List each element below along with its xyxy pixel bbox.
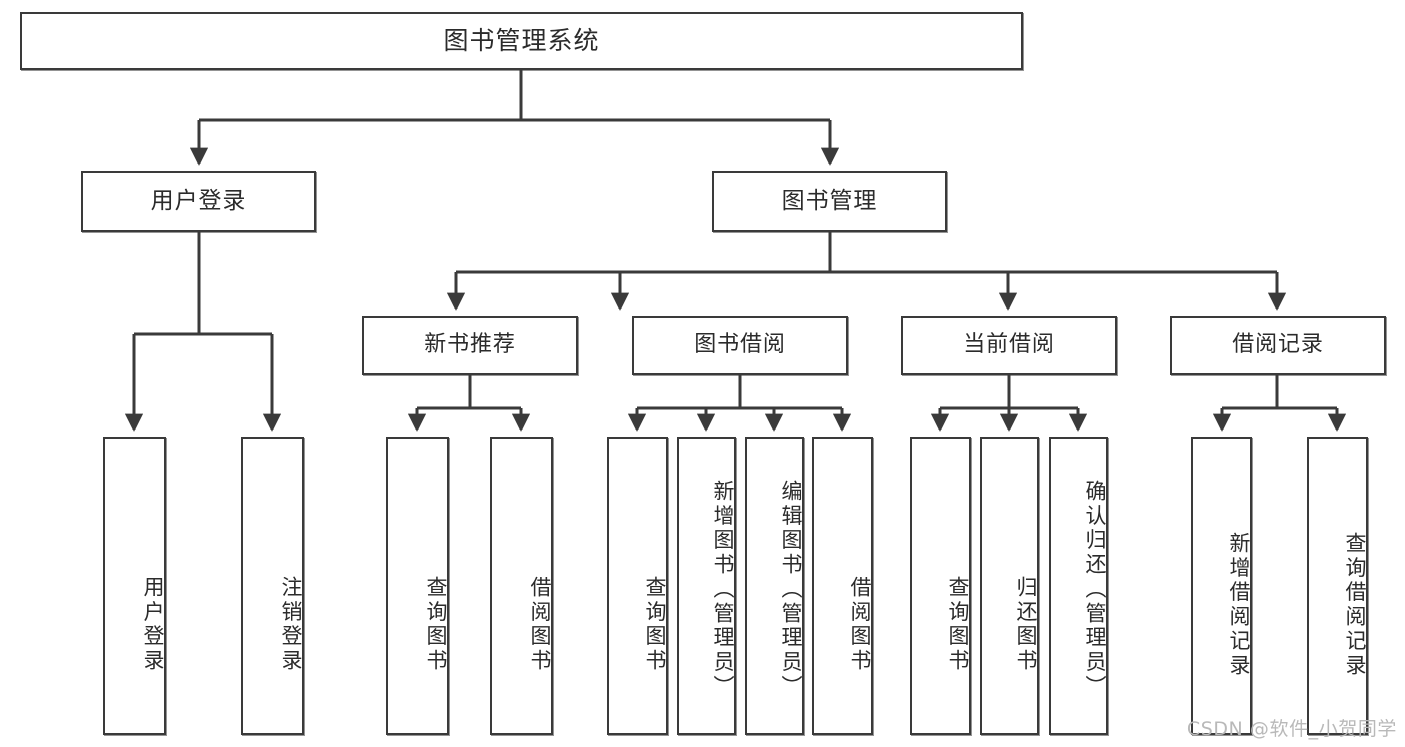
node-user-login[interactable]: 用户登录 [81, 171, 316, 232]
node-leaf-add-book-label: 新增图书（管理员） [711, 480, 735, 700]
node-user-login-label: 用户登录 [150, 187, 247, 214]
node-leaf-user-login[interactable]: 用户登录 [103, 437, 166, 735]
node-book-borrow[interactable]: 图书借阅 [632, 316, 848, 375]
node-current-borrow[interactable]: 当前借阅 [901, 316, 1117, 375]
node-borrow-record[interactable]: 借阅记录 [1170, 316, 1386, 375]
node-leaf-logout-label: 注销登录 [279, 576, 303, 674]
node-leaf-query-book-2[interactable]: 查询图书 [607, 437, 668, 735]
node-leaf-add-record-label: 新增借阅记录 [1227, 531, 1251, 679]
node-leaf-borrow-book-2-label: 借阅图书 [848, 576, 872, 674]
node-new-book-rec[interactable]: 新书推荐 [362, 316, 578, 375]
node-leaf-return-book[interactable]: 归还图书 [980, 437, 1039, 735]
node-leaf-confirm-return[interactable]: 确认归还（管理员） [1049, 437, 1108, 735]
csdn-watermark: CSDN @软件_小贺同学 [1186, 718, 1397, 740]
node-root[interactable]: 图书管理系统 [20, 12, 1023, 70]
node-leaf-query-book-3[interactable]: 查询图书 [910, 437, 971, 735]
node-root-label: 图书管理系统 [443, 26, 600, 55]
node-leaf-add-record[interactable]: 新增借阅记录 [1191, 437, 1252, 735]
node-leaf-query-record[interactable]: 查询借阅记录 [1307, 437, 1368, 735]
node-leaf-query-book-1-label: 查询图书 [424, 576, 448, 674]
node-book-borrow-label: 图书借阅 [694, 332, 786, 358]
node-leaf-borrow-book-1[interactable]: 借阅图书 [490, 437, 553, 735]
node-leaf-query-book-2-label: 查询图书 [643, 576, 667, 674]
node-leaf-edit-book-label: 编辑图书（管理员） [779, 480, 803, 700]
node-leaf-query-record-label: 查询借阅记录 [1343, 531, 1367, 679]
node-leaf-logout[interactable]: 注销登录 [241, 437, 304, 735]
node-new-book-rec-label: 新书推荐 [424, 332, 516, 358]
node-leaf-user-login-label: 用户登录 [141, 576, 165, 674]
node-leaf-return-book-label: 归还图书 [1014, 576, 1038, 674]
node-book-manage-label: 图书管理 [781, 187, 878, 214]
node-book-manage[interactable]: 图书管理 [712, 171, 947, 232]
node-leaf-add-book[interactable]: 新增图书（管理员） [677, 437, 736, 735]
node-current-borrow-label: 当前借阅 [963, 332, 1055, 358]
node-leaf-borrow-book-1-label: 借阅图书 [528, 576, 552, 674]
node-borrow-record-label: 借阅记录 [1232, 332, 1324, 358]
node-leaf-confirm-return-label: 确认归还（管理员） [1083, 480, 1107, 700]
node-leaf-query-book-3-label: 查询图书 [946, 576, 970, 674]
node-leaf-query-book-1[interactable]: 查询图书 [386, 437, 449, 735]
node-leaf-edit-book[interactable]: 编辑图书（管理员） [745, 437, 804, 735]
node-leaf-borrow-book-2[interactable]: 借阅图书 [812, 437, 873, 735]
